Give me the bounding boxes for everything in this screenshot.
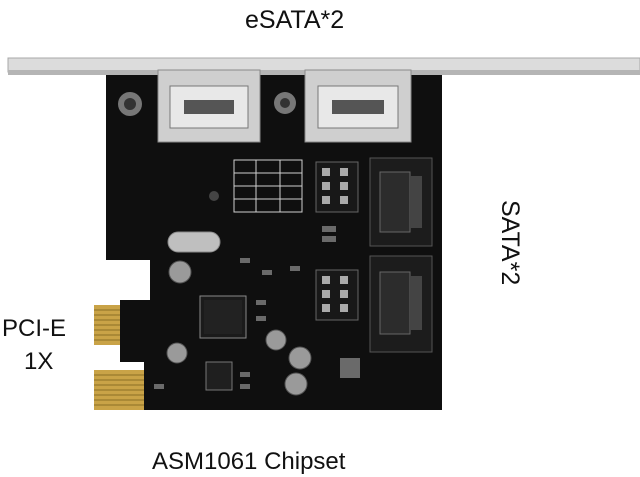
asm1061-chip: [199, 295, 247, 339]
smd-components: [154, 226, 360, 389]
esata-port-1: [157, 69, 261, 143]
pcie-gold-fingers: [94, 305, 144, 410]
silkscreen-table: [233, 159, 303, 213]
jumper-header-2: [315, 269, 359, 321]
crystal-oscillator: [167, 231, 221, 253]
esata-label: eSATA*2: [245, 6, 345, 34]
pcie-lane-label: 1X: [24, 348, 54, 375]
jumper-header-1: [315, 161, 359, 213]
esata-port-2: [304, 69, 412, 143]
pcie-label: PCI-E: [2, 315, 67, 342]
sata-connector-1: [369, 157, 433, 247]
sata-connector-2: [369, 255, 433, 353]
capacitors: [166, 260, 312, 396]
chipset-label: ASM1061 Chipset: [152, 448, 346, 475]
sata-label: SATA*2: [496, 200, 524, 286]
pcb-board: [106, 75, 442, 410]
regulator-chip: [205, 361, 233, 391]
